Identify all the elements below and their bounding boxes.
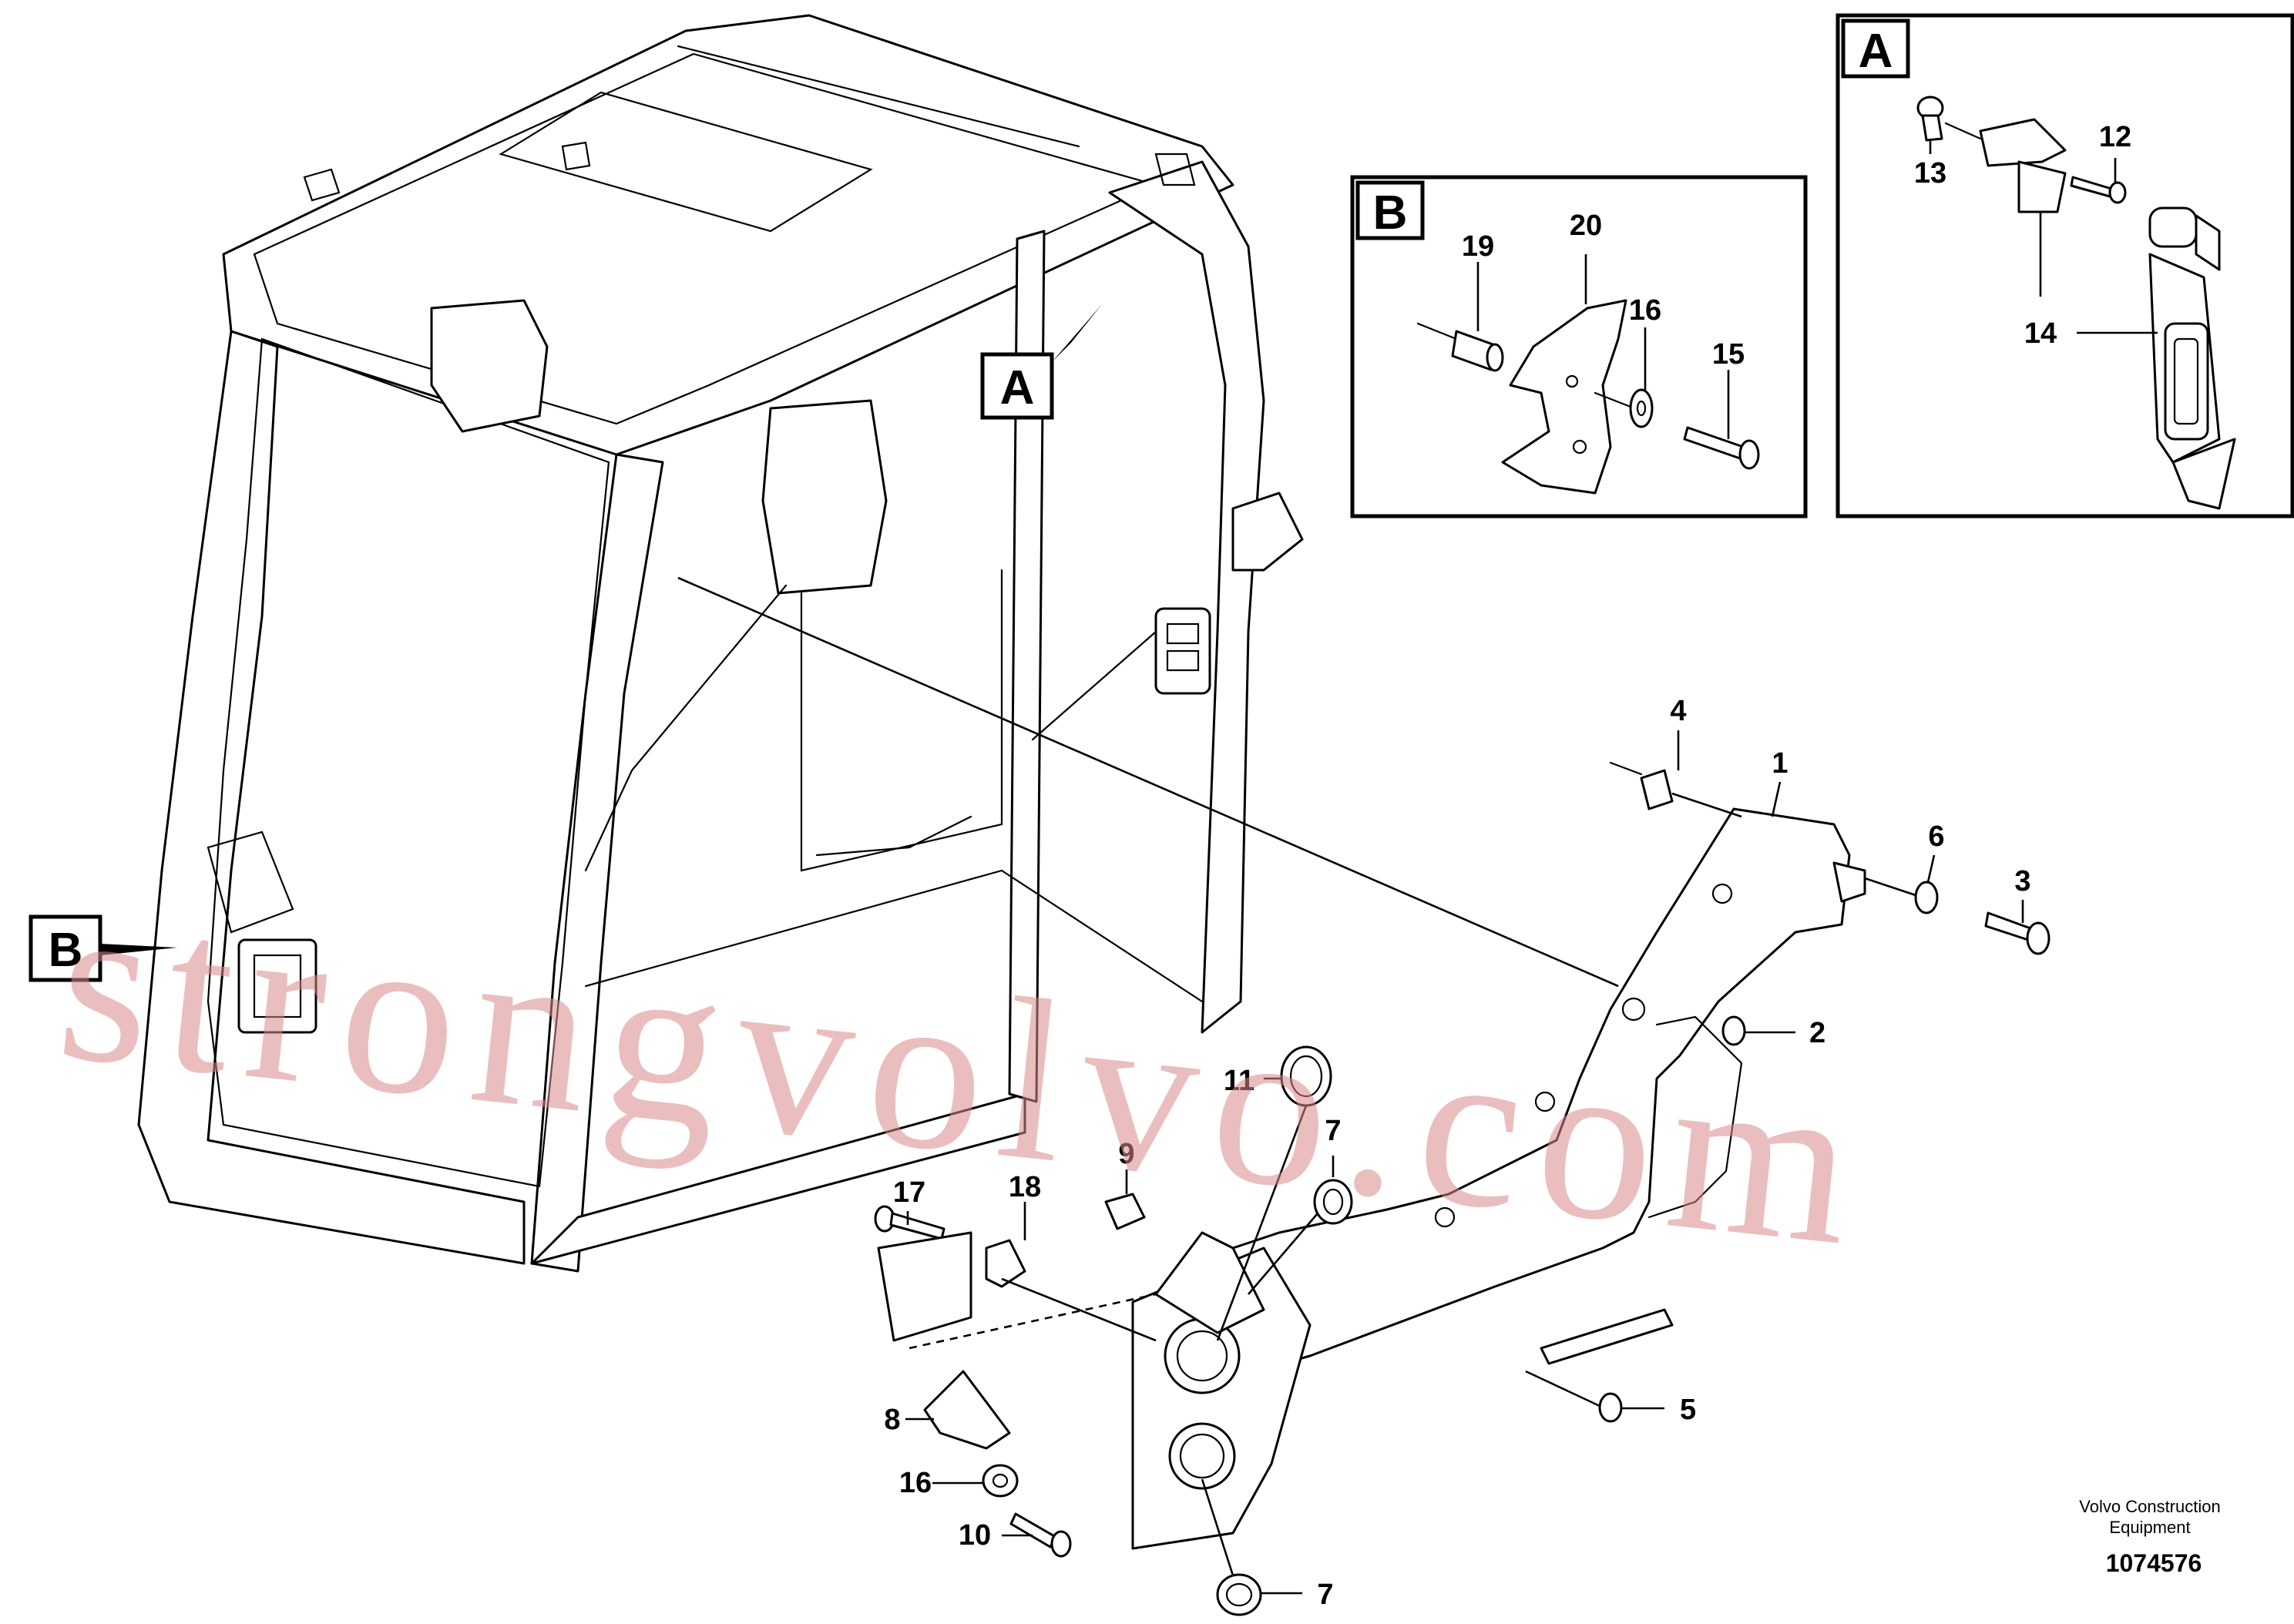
callout-4: 4 [1670, 695, 1686, 727]
reference-b-marker: B [29, 914, 177, 982]
part-7-vent-lower [1201, 1478, 1302, 1616]
callout-5: 5 [1680, 1394, 1696, 1426]
callout-numbers: 4 1 6 3 2 11 7 9 17 18 5 8 16 10 7 19 20… [884, 121, 2131, 1611]
part-18-clip [985, 1202, 1026, 1288]
callout-12: 12 [2099, 121, 2131, 153]
reference-a-label: A [1000, 361, 1035, 414]
detail-a-title: A [1859, 25, 1893, 78]
callout-19: 19 [1462, 230, 1494, 263]
cover-plate [877, 1231, 1157, 1350]
cab-frame [137, 14, 1304, 1273]
reference-b-label: B [49, 924, 83, 977]
part-17-screw [874, 1205, 945, 1240]
part-6-washer [1864, 877, 1939, 914]
callout-10: 10 [959, 1519, 991, 1552]
part-10-screw [1002, 1512, 1072, 1558]
callout-16-detail-b: 16 [1629, 294, 1661, 327]
callout-13: 13 [1914, 157, 1946, 190]
callout-9: 9 [1118, 1138, 1134, 1170]
trim-panel-part-1 [1131, 807, 1866, 1550]
part-3-screw [1984, 911, 2050, 955]
brand-line-1: Volvo Construction [2079, 1497, 2220, 1516]
part-11-vent [1216, 1045, 1332, 1341]
callout-7-lower: 7 [1317, 1579, 1333, 1611]
callout-6: 6 [1928, 820, 1944, 853]
callout-15: 15 [1712, 338, 1745, 371]
part-2-plug [1721, 1015, 1795, 1046]
part-9-bracket [1104, 1169, 1146, 1230]
reference-a-marker: A [980, 304, 1102, 420]
callout-16-main: 16 [899, 1467, 932, 1499]
part-16-washer [932, 1464, 1019, 1498]
part-4-clip [1609, 761, 1742, 818]
drawing-number: 1074576 [2106, 1549, 2202, 1577]
brand-line-2: Equipment [2109, 1518, 2190, 1537]
callout-11: 11 [1224, 1065, 1254, 1097]
callout-18: 18 [1009, 1171, 1041, 1203]
detail-b-title: B [1373, 186, 1408, 240]
detail-view-a: A [1836, 13, 2294, 518]
assembly-leader-line [677, 576, 1619, 988]
callout-1: 1 [1772, 747, 1788, 780]
footer: Volvo Construction Equipment 1074576 [2079, 1497, 2220, 1577]
part-5-plug [1525, 1370, 1664, 1423]
callout-3: 3 [2014, 865, 2030, 898]
callout-2: 2 [1809, 1017, 1825, 1049]
part-7-vent-upper [1248, 1156, 1353, 1295]
detail-view-b: B [1350, 175, 1808, 518]
callout-14: 14 [2024, 317, 2057, 350]
part-8-cover [905, 1370, 1011, 1450]
callout-8: 8 [884, 1404, 900, 1436]
callout-20: 20 [1570, 210, 1602, 242]
callout-17: 17 [893, 1176, 925, 1209]
callout-7-upper: 7 [1325, 1115, 1341, 1147]
